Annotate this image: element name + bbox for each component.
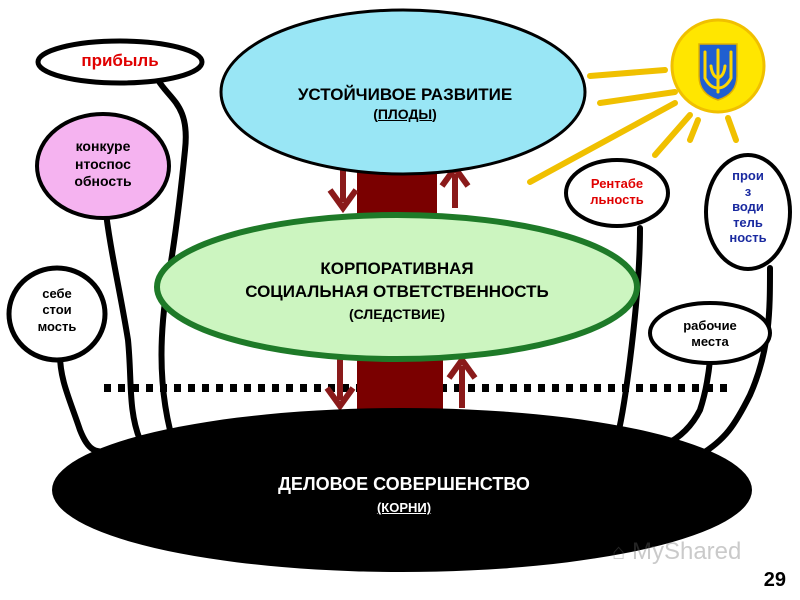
top-oval-subtitle: (ПЛОДЫ) bbox=[255, 106, 555, 124]
sun-rays bbox=[527, 67, 739, 185]
branch-line-cost bbox=[57, 352, 118, 455]
ukraine-trident-emblem bbox=[698, 43, 738, 101]
top-oval-subtitle-close: ) bbox=[432, 106, 437, 122]
page-number: 29 bbox=[763, 569, 786, 591]
bubble-productivity bbox=[704, 153, 792, 271]
arrow-down-lower bbox=[324, 358, 356, 412]
bubble-jobs-label: рабочие места bbox=[683, 318, 737, 350]
bottom-oval-subtitle: (КОРНИ) bbox=[376, 500, 432, 515]
middle-oval-line1: КОРПОРАТИВНАЯ bbox=[320, 259, 474, 278]
watermark: ⌂ MyShared bbox=[612, 538, 772, 572]
branch-line-profitability bbox=[612, 225, 643, 448]
bubble-cost bbox=[6, 265, 108, 363]
bubble-cost-label: себе стои мость bbox=[37, 286, 77, 334]
bubble-jobs bbox=[648, 301, 772, 365]
top-oval-subtitle-text: ПЛОДЫ bbox=[377, 106, 433, 122]
bubble-profit bbox=[35, 38, 205, 86]
branch-lines bbox=[57, 77, 773, 458]
top-oval-title: УСТОЙЧИВОЕ РАЗВИТИЕ bbox=[297, 85, 513, 104]
bottom-oval-title: ДЕЛОВОЕ СОВЕРШЕНСТВО bbox=[278, 474, 530, 494]
bubble-profitability bbox=[564, 158, 670, 228]
middle-oval bbox=[154, 212, 640, 362]
bubble-profit-label: прибыль bbox=[81, 51, 159, 70]
branch-line-competitiveness bbox=[102, 202, 143, 443]
middle-oval-line3: (СЛЕДСТВИЕ) bbox=[348, 306, 446, 322]
bubble-competitiveness-label: конкуре нтоспос обность bbox=[74, 138, 132, 189]
branch-line-jobs bbox=[662, 357, 713, 448]
arrow-down-upper bbox=[327, 168, 359, 214]
arrow-up-lower bbox=[446, 354, 478, 408]
middle-oval-line2: СОЦИАЛЬНАЯ ОТВЕТСТВЕННОСТЬ bbox=[245, 282, 549, 301]
arrow-up-upper bbox=[439, 162, 471, 208]
branch-line-profit bbox=[155, 77, 189, 433]
branch-line-productivity bbox=[697, 265, 773, 458]
bubble-competitiveness bbox=[35, 112, 171, 220]
bubble-profitability-label: Рентабе льность bbox=[590, 176, 644, 208]
top-oval-subtitle-open: ( bbox=[373, 106, 378, 122]
bottom-oval bbox=[52, 408, 752, 572]
watermark-logo-icon: ⌂ bbox=[612, 539, 626, 564]
top-oval bbox=[219, 8, 587, 176]
watermark-text: MyShared bbox=[631, 538, 742, 565]
bubble-productivity-label: прои з води тель ность bbox=[729, 168, 767, 246]
